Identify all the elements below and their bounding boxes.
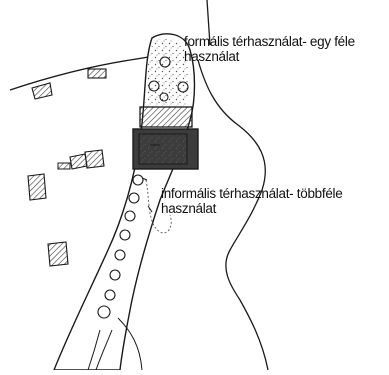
label-informal-space-use: informális térhasználat- többféle haszná… — [161, 186, 342, 216]
hatched-block — [140, 107, 192, 127]
hatched-building — [48, 242, 68, 266]
label-informal-line-1: informális térhasználat- többféle — [161, 186, 342, 201]
label-formal-space-use: formális térhasználat- egy féle használa… — [184, 34, 355, 64]
hatched-building — [58, 163, 70, 169]
hatched-building — [85, 150, 104, 168]
hatched-building — [70, 154, 87, 169]
label-informal-line-2: használat — [161, 201, 342, 216]
hatched-building — [28, 174, 46, 200]
label-formal-line-2: használat — [184, 49, 355, 64]
hatched-building — [88, 69, 106, 78]
hatched-building — [32, 83, 52, 99]
label-formal-line-1: formális térhasználat- egy féle — [184, 34, 355, 49]
dark-building-inner — [139, 134, 187, 164]
